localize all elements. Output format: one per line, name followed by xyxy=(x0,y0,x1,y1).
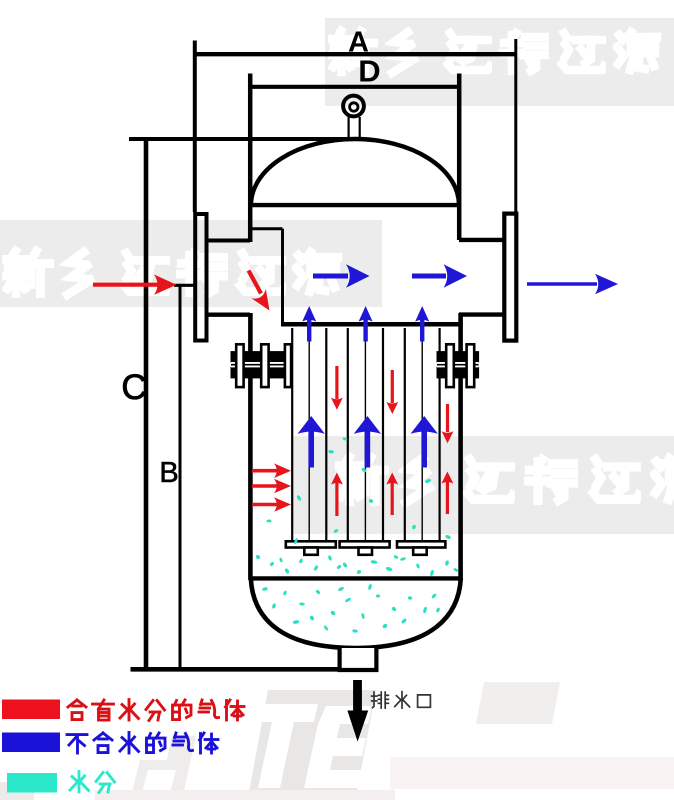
svg-text:C: C xyxy=(121,368,146,407)
svg-text:A: A xyxy=(348,27,369,59)
svg-text:D: D xyxy=(358,54,380,89)
svg-text:B: B xyxy=(159,457,178,489)
